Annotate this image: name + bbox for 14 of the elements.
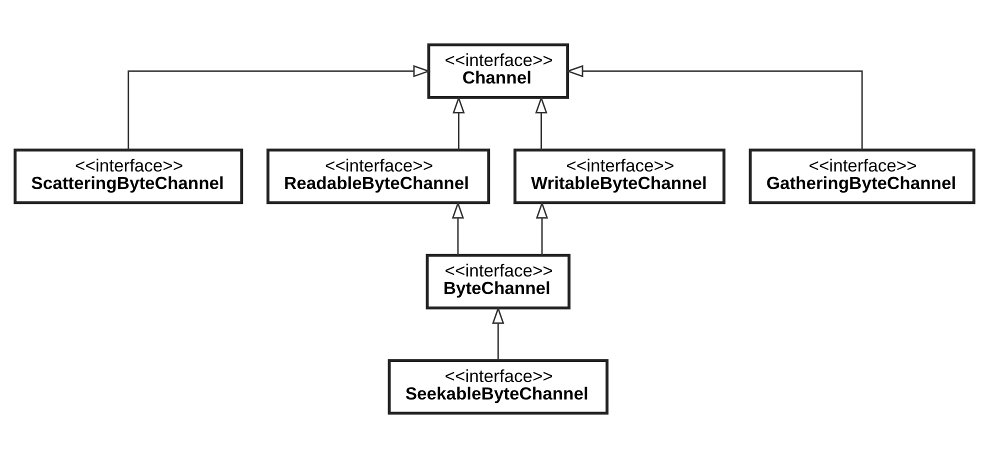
arrow [535, 96, 548, 150]
arrow [536, 201, 548, 256]
node-box: <<interface>> WritableByteChannel [514, 148, 726, 204]
arrow [566, 65, 863, 150]
node-box: <<interface>> GatheringByteChannel [748, 148, 976, 204]
arrow [452, 201, 464, 256]
arrow [492, 306, 504, 360]
node-box: <<interface>> SeekableByteChannel [388, 359, 608, 415]
node-box: <<interface>> Channel [427, 43, 570, 99]
node-box: <<interface>> ByteChannel [426, 254, 570, 310]
node-box: <<interface>> ScatteringByteChannel [14, 148, 244, 204]
arrow [452, 96, 465, 150]
arrow [128, 65, 431, 150]
node-box: <<interface>> ReadableByteChannel [266, 148, 490, 204]
